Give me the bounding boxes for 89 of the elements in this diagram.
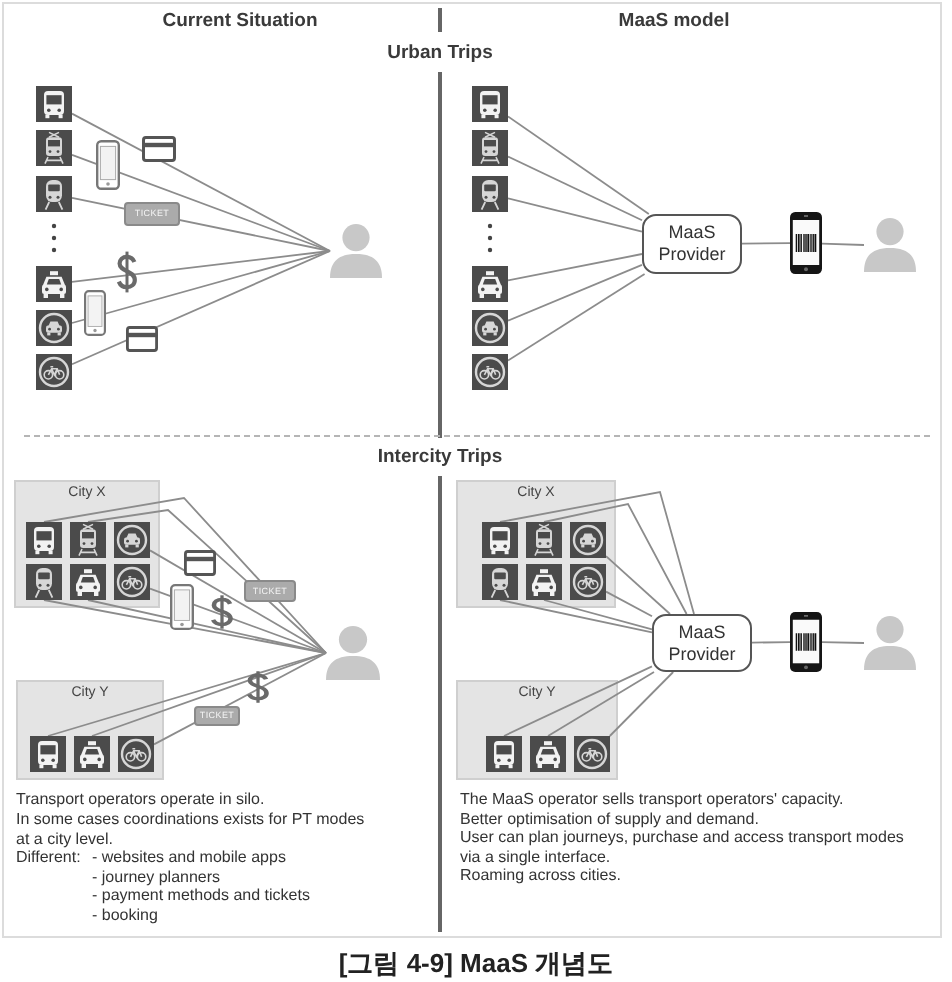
person-icon xyxy=(326,626,380,680)
bus-icon xyxy=(26,522,62,558)
provider-box: MaaS Provider xyxy=(642,214,742,274)
bullet-item: - payment methods and tickets xyxy=(92,886,310,905)
connector-line xyxy=(821,641,865,644)
bus-icon xyxy=(36,86,72,122)
train-icon xyxy=(472,176,508,212)
connector-line xyxy=(499,599,653,634)
bullet-item: - websites and mobile apps xyxy=(92,848,286,867)
connector-line xyxy=(741,242,791,245)
city-panel xyxy=(456,680,618,780)
section-heading: Intercity Trips xyxy=(377,446,503,470)
connector-line xyxy=(91,652,327,737)
bus-icon xyxy=(482,522,518,558)
note-text: In some cases coordinations exists for PT modes at a city level. xyxy=(16,810,367,848)
provider-box: MaaS Provider xyxy=(652,614,752,672)
taxi-icon xyxy=(36,266,72,302)
connector-line xyxy=(543,599,653,631)
connector-line xyxy=(71,250,331,283)
taxi-icon xyxy=(526,564,562,600)
taxi-icon xyxy=(70,564,106,600)
car-icon xyxy=(36,310,72,346)
connector-line xyxy=(507,273,646,362)
person-icon xyxy=(864,218,916,272)
connector-line xyxy=(608,671,675,737)
connector-line xyxy=(43,497,327,654)
connector-line xyxy=(751,641,791,644)
tram-icon xyxy=(36,130,72,166)
tram-icon xyxy=(472,130,508,166)
connector-line xyxy=(47,652,327,737)
train-icon xyxy=(26,564,62,600)
connector-line xyxy=(507,155,643,222)
bicycle-icon xyxy=(570,564,606,600)
bicycle-icon xyxy=(574,736,610,772)
bicycle-icon xyxy=(36,354,72,390)
bullet-item: - journey planners xyxy=(92,867,221,886)
connector-line xyxy=(547,671,655,737)
tram-icon xyxy=(526,522,562,558)
connector-line xyxy=(543,502,688,615)
city-panel xyxy=(16,680,164,780)
bicycle-icon xyxy=(472,354,508,390)
bullet-item: - booking xyxy=(92,905,158,924)
connector-line xyxy=(149,587,327,654)
section-heading: Urban Trips xyxy=(387,42,493,66)
person-icon xyxy=(330,224,382,278)
connector-line xyxy=(507,115,650,215)
figure-caption: [그림 4-9] MaaS 개념도 xyxy=(338,948,614,980)
connector-line xyxy=(71,153,331,252)
bicycle-icon xyxy=(114,564,150,600)
bus-icon xyxy=(486,736,522,772)
connector-line xyxy=(153,652,327,746)
note-text: User can plan journeys, purchase and access transport modes via a single interface. xyxy=(460,828,906,866)
note-text: The MaaS operator sells transport operators' capacity. xyxy=(460,790,844,809)
taxi-icon xyxy=(530,736,566,772)
note-text: Better optimisation of supply and demand. xyxy=(460,809,759,828)
car-icon xyxy=(570,522,606,558)
train-icon xyxy=(482,564,518,600)
taxi-icon xyxy=(472,266,508,302)
bicycle-icon xyxy=(118,736,154,772)
note-text: Transport operators operate in silo. xyxy=(16,790,265,809)
note-text: Roaming across cities. xyxy=(460,866,621,885)
connector-line xyxy=(71,250,331,366)
smartphone-icon xyxy=(790,212,822,274)
connector-line xyxy=(71,250,331,324)
connector-line xyxy=(605,590,653,618)
car-icon xyxy=(114,522,150,558)
city-panel xyxy=(456,480,616,608)
connector-line xyxy=(149,549,327,654)
taxi-icon xyxy=(74,736,110,772)
column-heading: Current Situation xyxy=(162,10,318,34)
city-panel xyxy=(14,480,160,608)
connector-line xyxy=(821,242,865,246)
smartphone-icon xyxy=(790,612,822,672)
connector-line xyxy=(71,112,331,252)
column-heading: MaaS model xyxy=(618,10,730,34)
train-icon xyxy=(36,176,72,212)
connector-line xyxy=(87,509,327,654)
bus-icon xyxy=(30,736,66,772)
bus-icon xyxy=(472,86,508,122)
connector-line xyxy=(507,253,643,282)
connector-line xyxy=(605,555,671,615)
tram-icon xyxy=(70,522,106,558)
connector-line xyxy=(503,665,653,737)
person-icon xyxy=(864,616,916,670)
connector-line xyxy=(507,197,643,233)
connector-line xyxy=(507,263,643,322)
note-text: Different: xyxy=(16,848,81,867)
car-icon xyxy=(472,310,508,346)
connector-line xyxy=(499,490,695,615)
